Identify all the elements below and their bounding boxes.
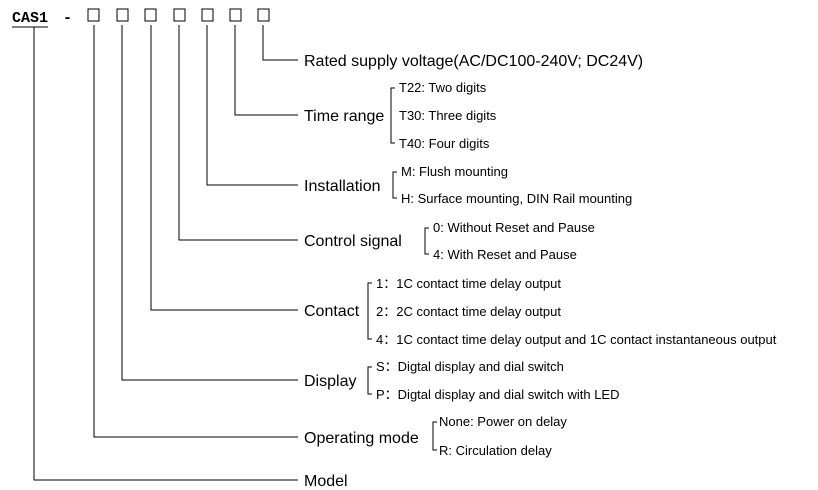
- model-prefix: CAS1: [12, 10, 48, 27]
- leader-operating-mode: [93, 25, 298, 438]
- category-labels: Rated supply voltage(AC/DC100-240V; DC24…: [304, 53, 643, 490]
- leader-model: [33, 27, 298, 481]
- bracket-contact: [367, 282, 372, 340]
- category-installation: Installation: [304, 178, 381, 195]
- code-slot-7: [257, 8, 270, 22]
- option-time-range-t22: T22: Two digits: [399, 80, 487, 95]
- code-slot-6: [229, 8, 242, 22]
- category-time-range: Time range: [304, 108, 384, 125]
- leader-lines: [33, 25, 298, 481]
- leader-contact: [150, 25, 298, 311]
- option-display-s: S：Digtal display and dial switch: [376, 359, 564, 374]
- leader-rated-supply-voltage: [262, 25, 298, 61]
- bracket-display: [367, 366, 372, 395]
- bracket-operating-mode: [432, 421, 437, 451]
- option-brackets: [367, 87, 437, 451]
- leader-installation: [206, 25, 298, 186]
- model-code-header: CAS1 -: [12, 8, 270, 28]
- code-slot-2: [116, 8, 129, 22]
- option-control-signal-4: 4: With Reset and Pause: [433, 247, 577, 262]
- option-control-signal-0: 0: Without Reset and Pause: [433, 220, 595, 235]
- option-operating-mode-r: R: Circulation delay: [439, 443, 552, 458]
- option-texts: T22: Two digits T30: Three digits T40: F…: [376, 80, 777, 458]
- model-separator: -: [63, 10, 72, 27]
- leader-control-signal: [178, 25, 298, 241]
- option-installation-h: H: Surface mounting, DIN Rail mounting: [401, 191, 632, 206]
- bracket-time-range: [390, 87, 395, 144]
- option-time-range-t30: T30: Three digits: [399, 108, 497, 123]
- category-display: Display: [304, 373, 356, 390]
- option-installation-m: M: Flush mounting: [401, 164, 508, 179]
- code-slot-1: [87, 8, 100, 22]
- bracket-control-signal: [424, 227, 429, 255]
- leader-display: [121, 25, 298, 381]
- option-contact-2: 2：2C contact time delay output: [376, 304, 561, 319]
- category-operating-mode: Operating mode: [304, 430, 419, 447]
- category-rated-supply-voltage: Rated supply voltage(AC/DC100-240V; DC24…: [304, 53, 643, 70]
- leader-time-range: [234, 25, 298, 116]
- option-display-p: P：Digtal display and dial switch with LE…: [376, 387, 620, 402]
- option-contact-4: 4：1C contact time delay output and 1C co…: [376, 332, 777, 347]
- category-contact: Contact: [304, 303, 360, 320]
- code-slot-4: [173, 8, 186, 22]
- option-operating-mode-none: None: Power on delay: [439, 414, 567, 429]
- option-time-range-t40: T40: Four digits: [399, 136, 490, 151]
- bracket-installation: [392, 171, 397, 199]
- code-slot-3: [144, 8, 157, 22]
- category-model: Model: [304, 473, 348, 490]
- code-slot-5: [201, 8, 214, 22]
- option-contact-1: 1：1C contact time delay output: [376, 276, 561, 291]
- category-control-signal: Control signal: [304, 233, 402, 250]
